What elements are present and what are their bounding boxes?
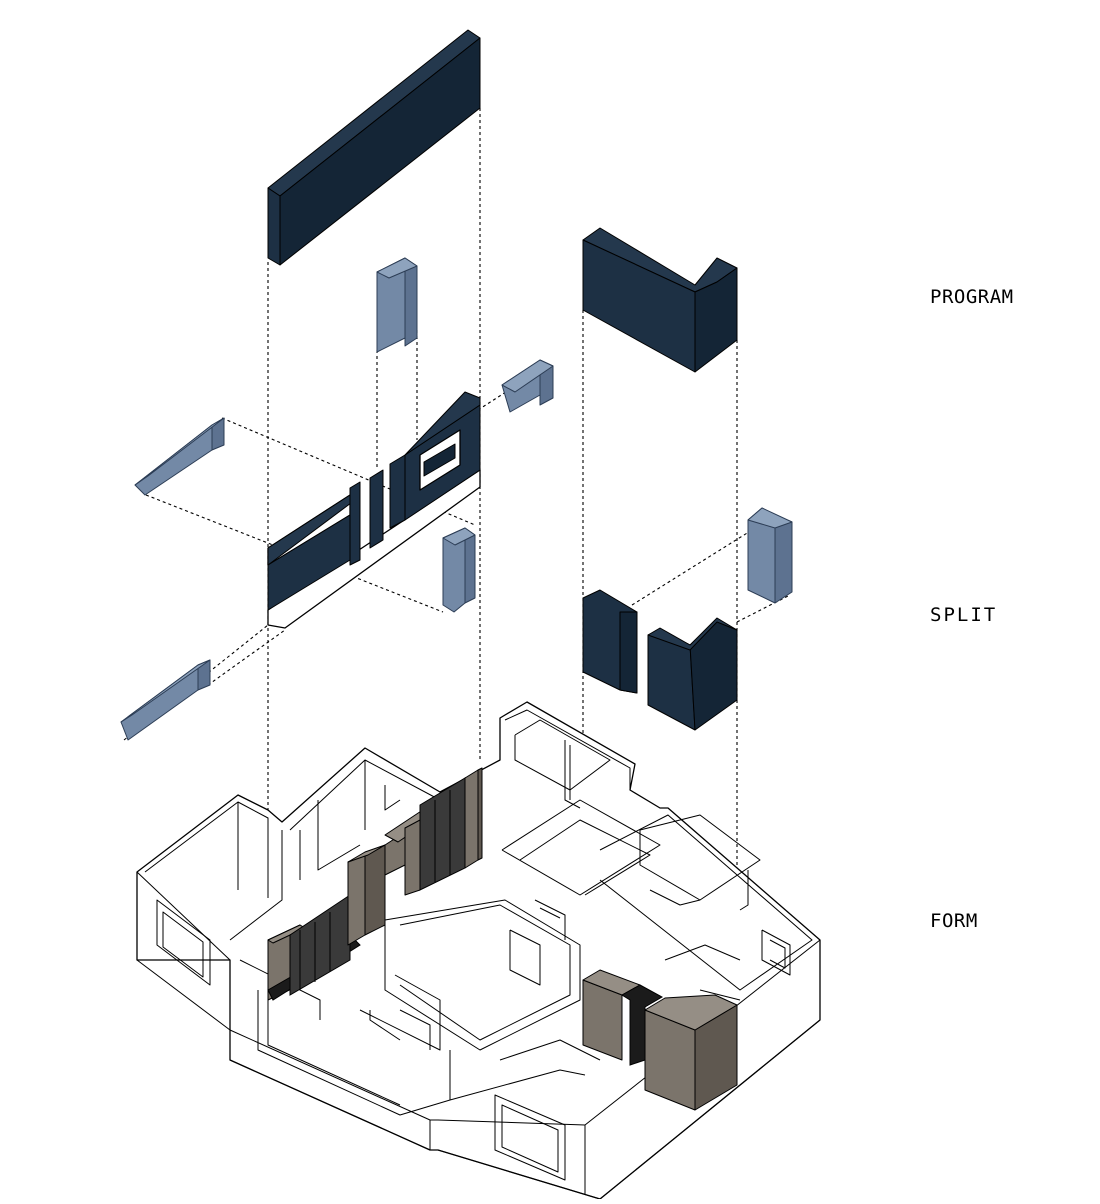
form-cabinet-left (267, 767, 483, 1001)
program-label: PROGRAM (930, 286, 1014, 308)
form-cabinet-right (582, 969, 738, 1111)
split-label: SPLIT (930, 604, 998, 626)
form-label: FORM (930, 910, 978, 932)
split-block-right (582, 589, 738, 731)
program-block-right (582, 227, 738, 373)
program-block-left (267, 29, 481, 266)
split-pieces (120, 257, 793, 741)
split-wall-left (267, 391, 481, 629)
